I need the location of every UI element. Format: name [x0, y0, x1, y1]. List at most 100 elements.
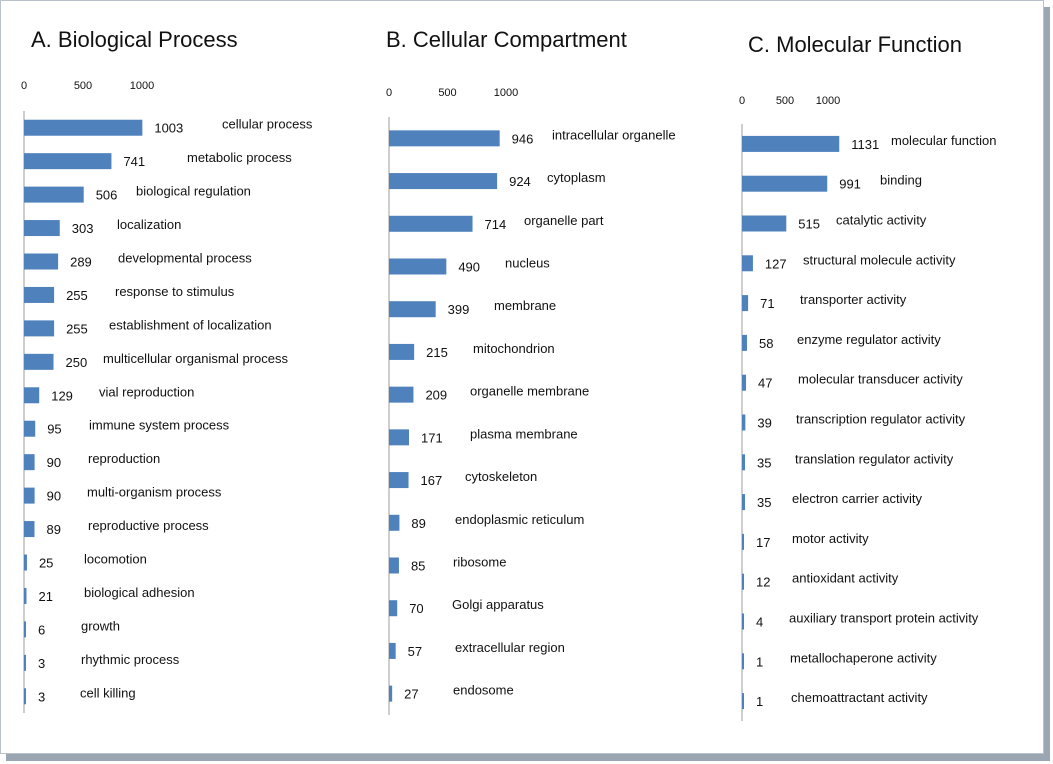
chart-a-category-label: response to stimulus — [115, 284, 235, 299]
chart-a-value-label: 90 — [47, 455, 61, 470]
chart-b-bar-organelle-membrane — [389, 386, 414, 403]
chart-b-value-label: 57 — [408, 644, 422, 659]
chart-a-category-label: multi-organism process — [87, 485, 222, 500]
chart-b-value-label: 399 — [448, 302, 470, 317]
chart-b-category-label: intracellular organelle — [552, 127, 676, 142]
chart-c-bar-electron-carrier-activity — [742, 494, 746, 511]
chart-b-category-label: nucleus — [505, 256, 550, 271]
chart-a-bar-biological-adhesion — [24, 587, 27, 604]
chart-b-bar-nucleus — [389, 258, 447, 275]
chart-b-category-label: endosome — [453, 683, 514, 698]
chart-a-bar-developmental-process — [24, 253, 59, 270]
chart-a-value-label: 506 — [96, 188, 118, 203]
chart-b-value-label: 924 — [509, 174, 531, 189]
chart-c-bar-motor-activity — [742, 533, 744, 550]
chart-c-value-label: 47 — [758, 376, 772, 391]
chart-c-value-label: 515 — [798, 217, 820, 232]
chart-a-value-label: 95 — [47, 422, 61, 437]
chart-a-value-label: 250 — [66, 355, 88, 370]
chart-c-category-label: transcription regulator activity — [796, 412, 966, 427]
chart-a-value-label: 255 — [66, 288, 88, 303]
chart-b-value-label: 215 — [426, 345, 448, 360]
chart-a-tick-label: 1000 — [130, 80, 154, 92]
chart-a-category-label: locomotion — [84, 552, 147, 567]
chart-b-bar-extracellular-region — [389, 642, 396, 659]
chart-c-category-label: structural molecule activity — [803, 252, 956, 267]
chart-a-bar-response-to-stimulus — [24, 286, 55, 303]
chart-c-bar-binding — [742, 175, 828, 192]
chart-b-bar-organelle-part — [389, 215, 473, 232]
chart-a-value-label: 741 — [123, 154, 145, 169]
chart-a-category-label: localization — [117, 217, 181, 232]
chart-a-value-label: 255 — [66, 321, 88, 336]
chart-a-bar-biological-regulation — [24, 186, 84, 203]
chart-b-bar-endosome — [389, 685, 393, 702]
chart-b-bar-ribosome — [389, 557, 399, 574]
chart-c-bar-molecular-transducer-activity — [742, 374, 747, 391]
chart-c-value-label: 58 — [759, 336, 773, 351]
chart-a-category-label: immune system process — [89, 418, 230, 433]
chart-c-category-label: metallochaperone activity — [790, 650, 937, 665]
chart-a-bar-vial-reproduction — [24, 387, 40, 404]
chart-c-bar-translation-regulator-activity — [742, 454, 746, 471]
chart-a-bar-multi-organism-process — [24, 487, 35, 504]
chart-c-value-label: 127 — [765, 256, 787, 271]
chart-c-bar-antioxidant-activity — [742, 573, 744, 590]
chart-b-bar-cytoplasm — [389, 173, 498, 190]
chart-a-value-label: 303 — [72, 221, 94, 236]
chart-c-value-label: 39 — [757, 416, 771, 431]
chart-c-category-label: antioxidant activity — [792, 571, 899, 586]
chart-b-category-label: extracellular region — [455, 640, 565, 655]
chart-c-tick-label: 1000 — [816, 95, 840, 107]
chart-a-title: A. Biological Process — [31, 27, 238, 52]
chart-b-tick-label: 1000 — [494, 87, 518, 99]
chart-b-category-label: plasma membrane — [470, 426, 578, 441]
chart-a-value-label: 3 — [38, 689, 45, 704]
chart-a-category-label: biological adhesion — [84, 585, 195, 600]
chart-a-category-label: metabolic process — [187, 150, 292, 165]
chart-c-category-label: electron carrier activity — [792, 491, 923, 506]
chart-c-value-label: 71 — [760, 296, 774, 311]
chart-a-category-label: reproduction — [88, 451, 160, 466]
chart-a-bar-cell-killing — [24, 688, 26, 705]
chart-b-title: B. Cellular Compartment — [386, 27, 627, 52]
chart-c-tick-label: 500 — [776, 95, 794, 107]
chart-a-category-label: biological regulation — [136, 184, 251, 199]
chart-b-value-label: 171 — [421, 430, 443, 445]
chart-a-bar-metabolic-process — [24, 153, 112, 170]
chart-a-bar-rhythmic-process — [24, 654, 26, 671]
chart-a-bar-immune-system-process — [24, 420, 36, 437]
chart-b-category-label: mitochondrion — [473, 341, 555, 356]
chart-b-value-label: 714 — [485, 217, 507, 232]
chart-b-value-label: 946 — [512, 131, 534, 146]
chart-b-category-label: organelle part — [524, 213, 604, 228]
chart-a-category-label: growth — [81, 618, 120, 633]
chart-a-tick-label: 0 — [21, 80, 27, 92]
chart-b-category-label: organelle membrane — [470, 384, 589, 399]
chart-a-value-label: 90 — [47, 489, 61, 504]
chart-a-value-label: 21 — [38, 589, 52, 604]
chart-a-value-label: 3 — [38, 656, 45, 671]
chart-c-value-label: 4 — [756, 615, 763, 630]
chart-c-category-label: translation regulator activity — [795, 451, 954, 466]
chart-b-category-label: Golgi apparatus — [452, 597, 544, 612]
chart-b-value-label: 167 — [421, 473, 443, 488]
chart-b-bar-mitochondrion — [389, 343, 415, 360]
chart-c-title: C. Molecular Function — [748, 32, 962, 57]
chart-b-value-label: 27 — [404, 687, 418, 702]
chart-c-bar-enzyme-regulator-activity — [742, 334, 747, 351]
chart-c-bar-transcription-regulator-activity — [742, 414, 746, 431]
chart-a-category-label: cellular process — [222, 117, 313, 132]
chart-b-bar-plasma-membrane — [389, 429, 410, 446]
chart-a-category-label: multicellular organismal process — [103, 351, 288, 366]
chart-a-value-label: 89 — [47, 522, 61, 537]
chart-a-category-label: cell killing — [80, 685, 136, 700]
chart-b-value-label: 490 — [458, 260, 480, 275]
chart-c-bar-auxiliary-transport-protein-activity — [742, 613, 744, 630]
chart-b-value-label: 209 — [425, 388, 447, 403]
chart-c-bar-transporter-activity — [742, 295, 749, 312]
chart-c-category-label: motor activity — [792, 531, 869, 546]
chart-a-category-label: rhythmic process — [81, 652, 180, 667]
chart-b-value-label: 85 — [411, 559, 425, 574]
